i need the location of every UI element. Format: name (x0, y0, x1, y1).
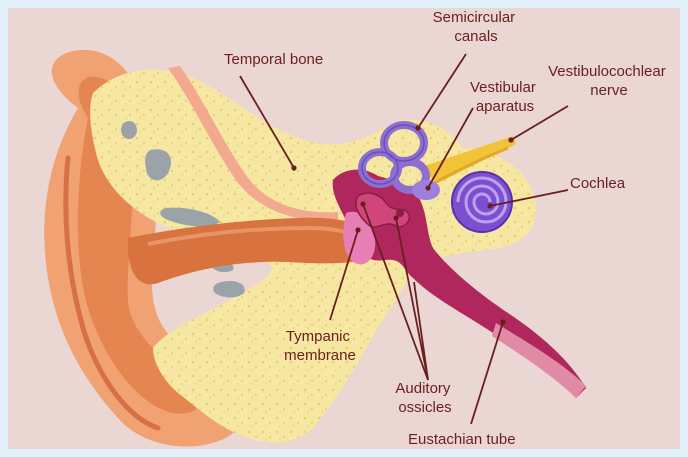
leader-eustachian-dot (500, 319, 505, 324)
cochlea-shape (452, 172, 512, 232)
leader-semicircular (418, 54, 466, 128)
leader-temporal-bone-dot (291, 165, 296, 170)
label-semicircular-canals: Semicircular canals (433, 9, 520, 45)
leader-ossicles-dot-1 (360, 201, 365, 206)
mastoid-cavity-1 (121, 121, 137, 139)
label-vestibular-apparatus: Vestibular aparatus (470, 79, 540, 115)
leader-tympanic-dot (355, 227, 360, 232)
eustachian-tube-light (492, 323, 586, 398)
leader-ossicles-dot-2 (393, 215, 398, 220)
label-eustachian-tube: Eustachian tube (408, 431, 516, 448)
leader-vestibular-dot (425, 185, 430, 190)
diagram-frame: Semicircular canals Temporal bone Vestib… (8, 8, 680, 449)
label-cochlea: Cochlea (570, 175, 626, 192)
leader-ossicles-3 (414, 282, 428, 380)
vestibule-shape (412, 180, 440, 200)
leader-nerve-dot (508, 137, 513, 142)
label-temporal-bone: Temporal bone (224, 51, 323, 68)
mastoid-cavity-4 (213, 281, 244, 297)
label-vestibulocochlear-nerve: Vestibulocochlear nerve (548, 63, 670, 99)
leader-cochlea-dot (487, 203, 492, 208)
ear-anatomy-diagram: Semicircular canals Temporal bone Vestib… (8, 8, 680, 449)
leader-semicircular-dot (415, 125, 420, 130)
leader-eustachian (471, 322, 503, 424)
label-auditory-ossicles: Auditory ossicles (395, 380, 454, 416)
